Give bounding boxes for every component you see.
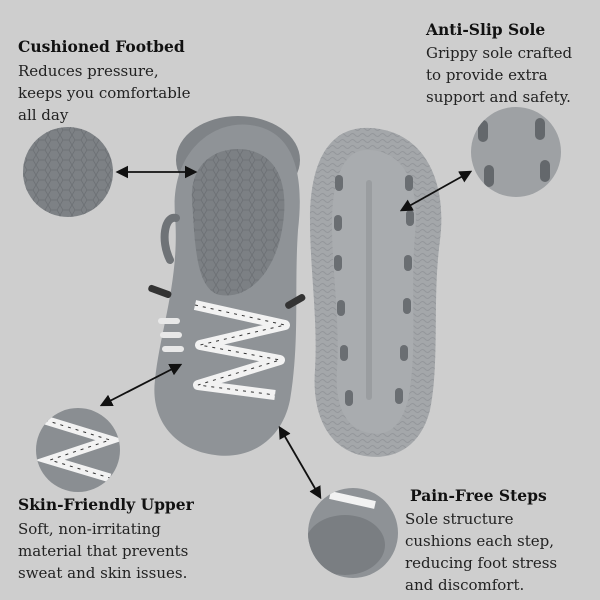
clog-image [148, 116, 306, 456]
zoom-footbed [23, 127, 113, 217]
feature-desc-line: all day [18, 106, 69, 124]
arrow-sole [399, 170, 473, 212]
feature-desc-line: keeps you comfortable [18, 84, 191, 102]
feature-desc-line: to provide extra [426, 66, 548, 84]
callout-arrows [99, 165, 473, 500]
feature-desc-line: material that prevents [18, 542, 189, 560]
feature-desc-line: Sole structure [405, 510, 514, 528]
feature-title: Pain-Free Steps [410, 486, 547, 505]
feature-title: Anti-Slip Sole [426, 20, 546, 39]
zoom-upper [36, 408, 120, 492]
zoom-sole [471, 107, 561, 197]
feature-desc-line: support and safety. [426, 88, 571, 106]
feature-desc-line: Reduces pressure, [18, 62, 159, 80]
feature-desc-line: sweat and skin issues. [18, 564, 188, 582]
feature-title: Cushioned Footbed [18, 37, 185, 56]
feature-desc-line: cushions each step, [405, 532, 554, 550]
feature-desc-line: reducing foot stress [405, 554, 558, 572]
sole-image [310, 127, 442, 457]
feature-desc-line: Grippy sole crafted [426, 44, 573, 62]
feature-desc-line: and discomfort. [405, 576, 525, 594]
feature-desc-line: Soft, non-irritating [18, 520, 161, 538]
arrow-heel [278, 425, 322, 500]
feature-title: Skin-Friendly Upper [18, 495, 194, 514]
zoom-heel [308, 488, 398, 578]
arrow-upper [99, 363, 183, 407]
